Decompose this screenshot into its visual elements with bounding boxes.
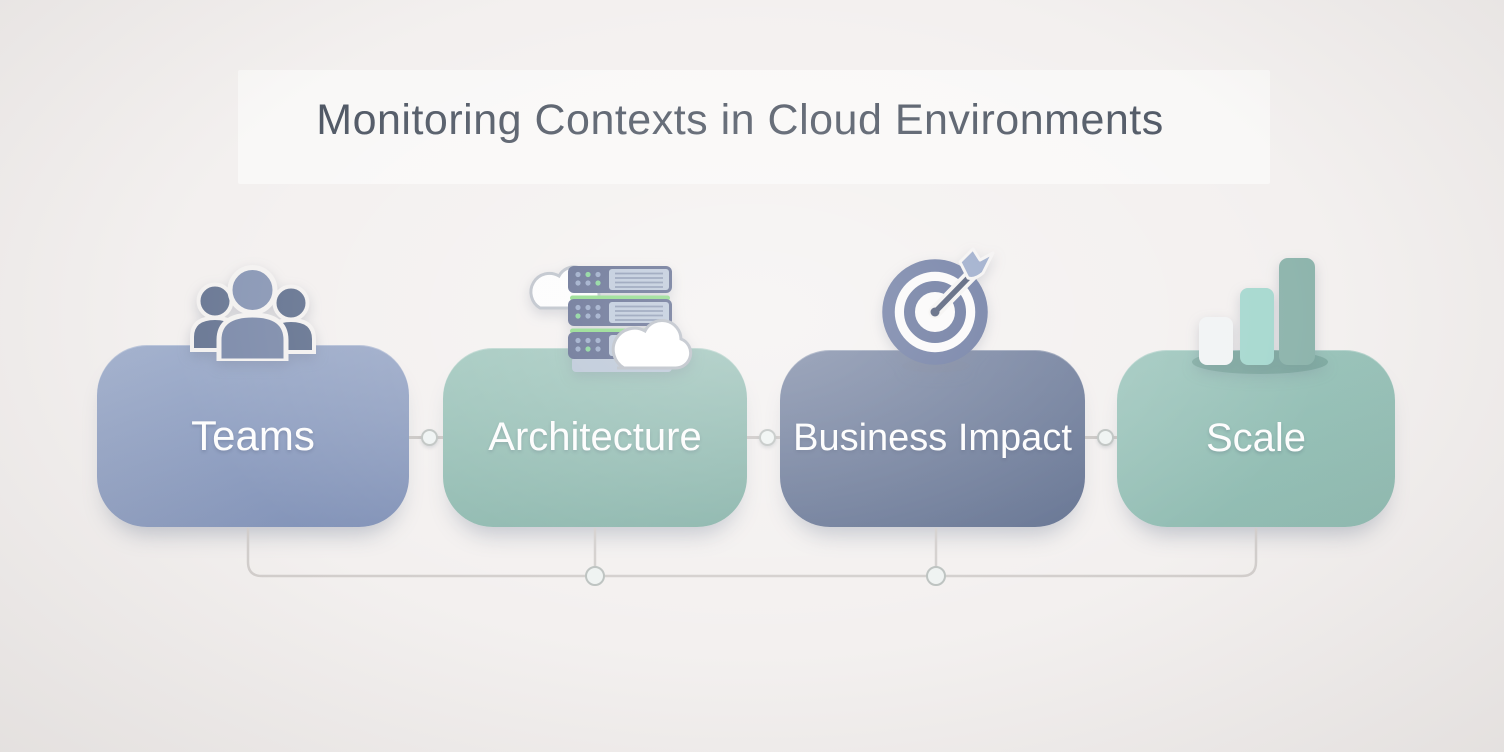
junction-dot-business: [926, 566, 946, 586]
bar-chart-icon: [1192, 258, 1328, 374]
card-business-impact: Business Impact: [780, 350, 1085, 527]
title-band: [238, 70, 1270, 184]
server-slab: [568, 299, 672, 326]
connector-dot-teams-architecture: [421, 429, 438, 446]
card-architecture: Architecture: [443, 348, 747, 527]
page-title: Monitoring Contexts in Cloud Environment…: [316, 96, 1164, 144]
card-teams: Teams: [97, 345, 409, 527]
card-scale: Scale: [1117, 350, 1395, 527]
connector-dot-business-scale: [1097, 429, 1114, 446]
cloud-server-stack-icon: [529, 265, 693, 372]
card-business-impact-label: Business Impact: [793, 417, 1072, 459]
card-teams-label: Teams: [191, 412, 315, 459]
server-slab: [568, 266, 672, 293]
card-architecture-label: Architecture: [488, 415, 702, 459]
target-dart-icon: [882, 247, 995, 373]
junction-dot-architecture: [585, 566, 605, 586]
connector-dot-architecture-business: [759, 429, 776, 446]
card-scale-label: Scale: [1205, 416, 1307, 460]
team-people-icon: [190, 265, 316, 361]
